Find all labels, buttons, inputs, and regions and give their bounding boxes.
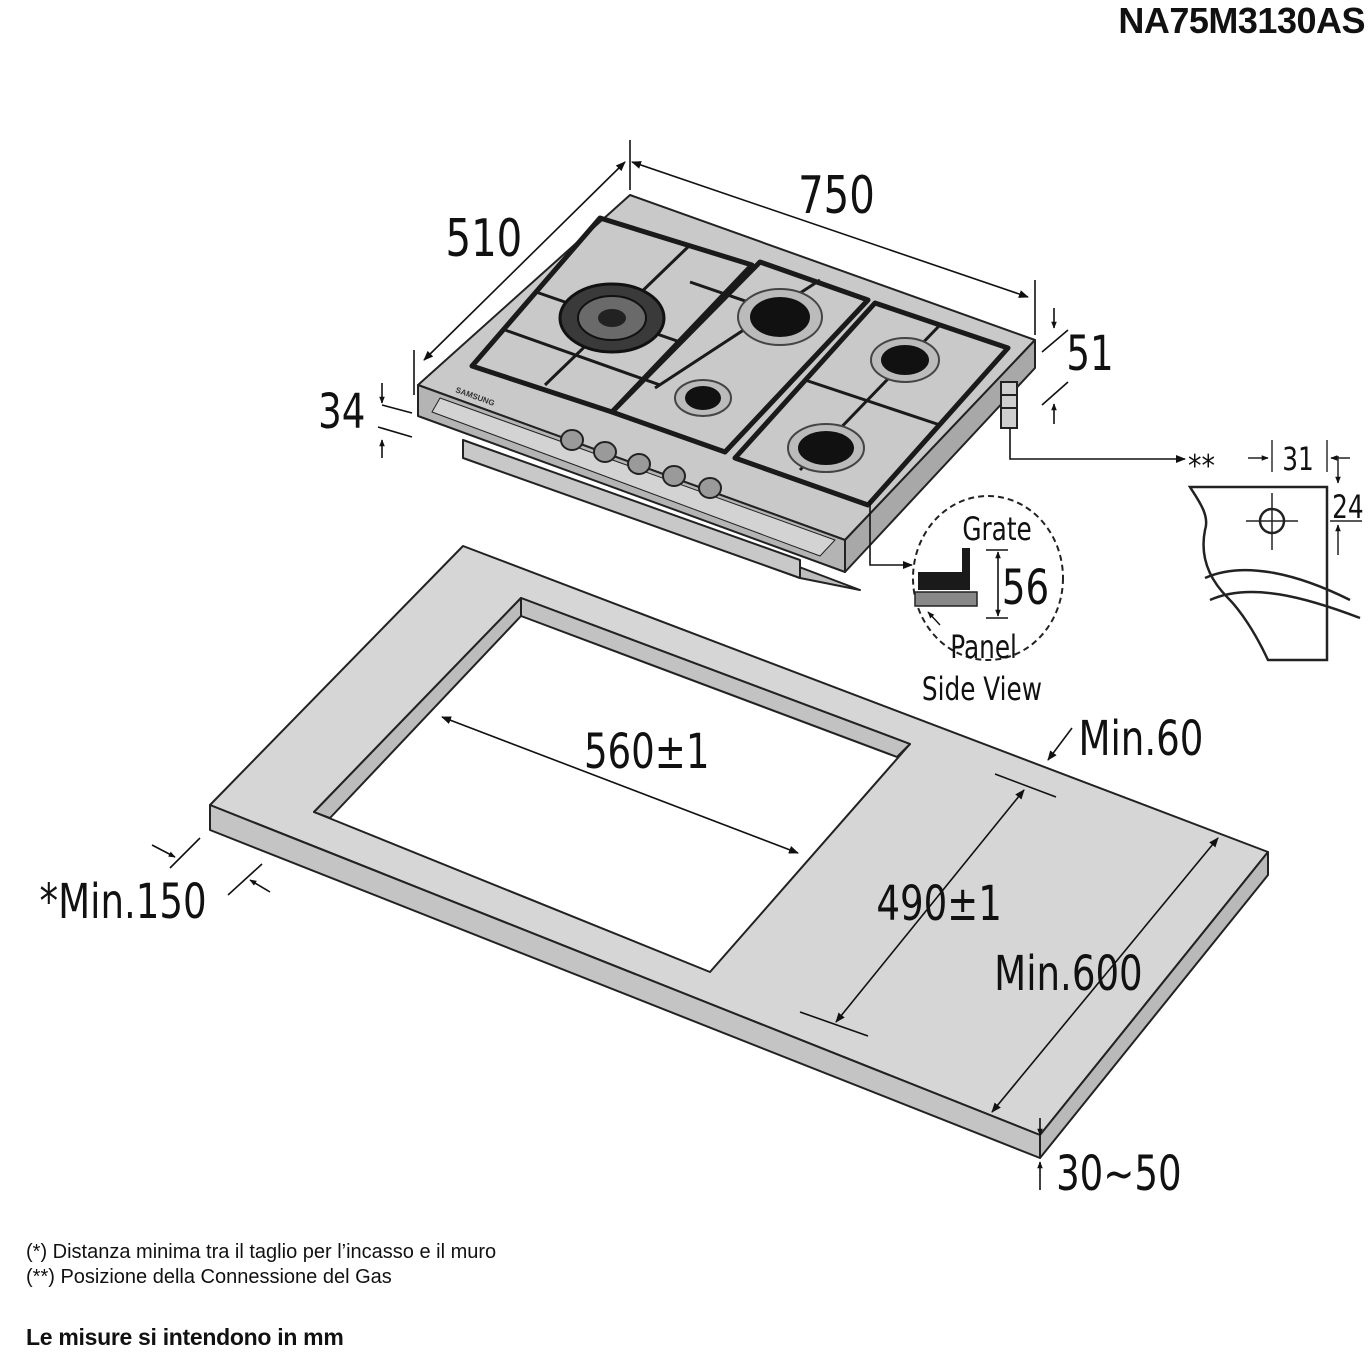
knob-1 xyxy=(560,429,584,451)
dim-750: 750 xyxy=(798,166,875,226)
dim-min600: Min.600 xyxy=(994,945,1143,1002)
dim-min150: *Min.150 xyxy=(40,873,207,930)
dim-56: 56 xyxy=(1002,559,1049,616)
knob-3 xyxy=(627,453,651,475)
cutout-inner-left xyxy=(313,597,522,819)
dim-750-line xyxy=(631,161,1029,298)
dim-490: 490±1 xyxy=(876,875,1002,932)
detail-circle xyxy=(912,495,1064,661)
burner-semi-rapid-front xyxy=(787,423,865,473)
panel-profile xyxy=(914,591,978,607)
dim-30-50: 30~50 xyxy=(1056,1145,1182,1202)
grate-profile xyxy=(918,548,970,590)
burner-rapid xyxy=(737,288,823,346)
knob-5 xyxy=(698,477,722,499)
dim-510: 510 xyxy=(445,209,522,269)
worktop xyxy=(209,545,1269,1159)
gas-hob xyxy=(417,194,1036,591)
burner-wok xyxy=(558,282,666,354)
dim-34: 34 xyxy=(318,383,365,440)
grate-right xyxy=(732,300,1011,508)
gas-connector xyxy=(1000,381,1018,429)
side-view-detail xyxy=(912,495,1064,661)
dim-24: 24 xyxy=(1332,489,1363,527)
model-number: NA75M3130AS xyxy=(1118,0,1365,41)
dim-min60: Min.60 xyxy=(1078,710,1203,767)
knob-2 xyxy=(593,441,617,463)
dim-490-line xyxy=(835,789,1025,1023)
units-note: Le misure si intendono in mm xyxy=(26,1324,344,1350)
note-minimum-distance: (*) Distanza minima tra il taglio per l’… xyxy=(26,1241,497,1263)
burner-semi-rapid-right xyxy=(870,337,940,383)
gas-detail-housing xyxy=(1187,485,1329,662)
dim-560-line xyxy=(441,716,799,854)
hob-right-edge xyxy=(844,339,1036,573)
gas-connection-detail xyxy=(1187,440,1362,662)
control-knobs xyxy=(560,429,722,499)
note-gas-connection: (**) Posizione della Connessione del Gas xyxy=(26,1266,392,1288)
dim-560: 560±1 xyxy=(584,723,710,780)
burner-auxiliary xyxy=(674,379,732,417)
dim-51: 51 xyxy=(1066,325,1113,382)
panel-label: Panel xyxy=(950,629,1017,667)
side-view-label: Side View xyxy=(922,671,1042,709)
dimension-lines xyxy=(151,140,1219,1190)
gas-marker: ** xyxy=(1188,449,1215,484)
grate-label: Grate xyxy=(962,511,1031,549)
dim-31: 31 xyxy=(1282,441,1313,479)
hob-underside-box xyxy=(462,439,801,579)
dim-510-line xyxy=(423,161,626,361)
knob-4 xyxy=(662,465,686,487)
dim-min600-line xyxy=(991,837,1219,1113)
